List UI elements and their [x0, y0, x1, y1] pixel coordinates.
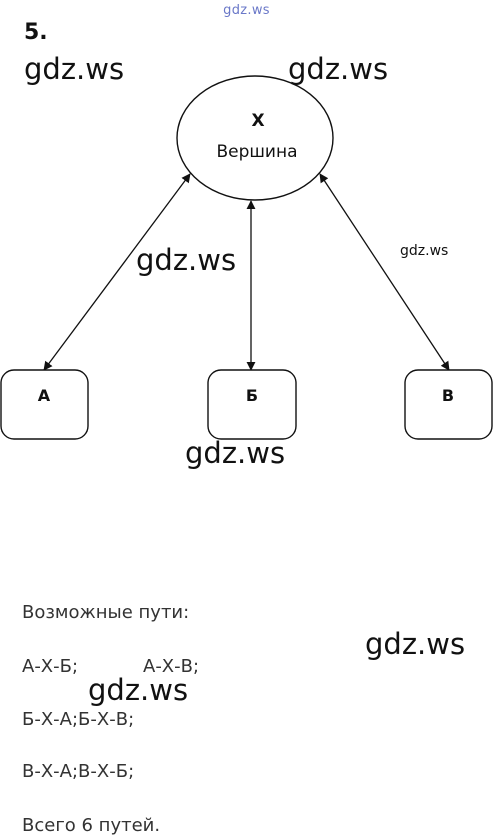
answer-heading: Возможные пути: — [22, 602, 190, 623]
answer-path-a-x-b: А-Х-Б; — [22, 656, 79, 677]
node-v-label: В — [442, 386, 454, 405]
watermark: gdz.ws — [185, 436, 286, 470]
task-number: 5. — [24, 20, 48, 45]
node-vertex-x: Х Вершина — [176, 75, 334, 201]
answer-path-a-x-v: А-Х-В; — [143, 656, 200, 677]
watermark: gdz.ws — [365, 627, 466, 661]
node-b-box — [207, 369, 297, 440]
node-vertex-label: Вершина — [216, 142, 297, 162]
answer-paths-from-v: В-Х-А;В-Х-Б; — [22, 761, 135, 782]
node-vertex-letter: Х — [251, 111, 264, 131]
node-v: В — [404, 369, 493, 440]
edge-v-x — [319, 173, 450, 371]
node-a-label: А — [38, 386, 51, 405]
watermark: gdz.ws — [288, 52, 389, 86]
answer-total: Всего 6 путей. — [22, 815, 161, 836]
node-v-box — [404, 369, 493, 440]
answer-paths-from-b: Б-Х-А;Б-Х-В; — [22, 709, 135, 730]
site-watermark: gdz.ws — [223, 3, 270, 18]
watermark: gdz.ws — [88, 673, 189, 707]
node-a: А — [0, 369, 89, 440]
edge-a-x — [43, 173, 191, 371]
tree-diagram: Х Вершина А Б В — [0, 75, 493, 440]
node-b-label: Б — [246, 386, 258, 405]
watermark: gdz.ws — [400, 243, 449, 259]
node-vertex-ellipse — [176, 75, 334, 201]
watermark: gdz.ws — [136, 243, 237, 277]
watermark: gdz.ws — [24, 52, 125, 86]
node-b: Б — [207, 369, 297, 440]
node-a-box — [0, 369, 89, 440]
